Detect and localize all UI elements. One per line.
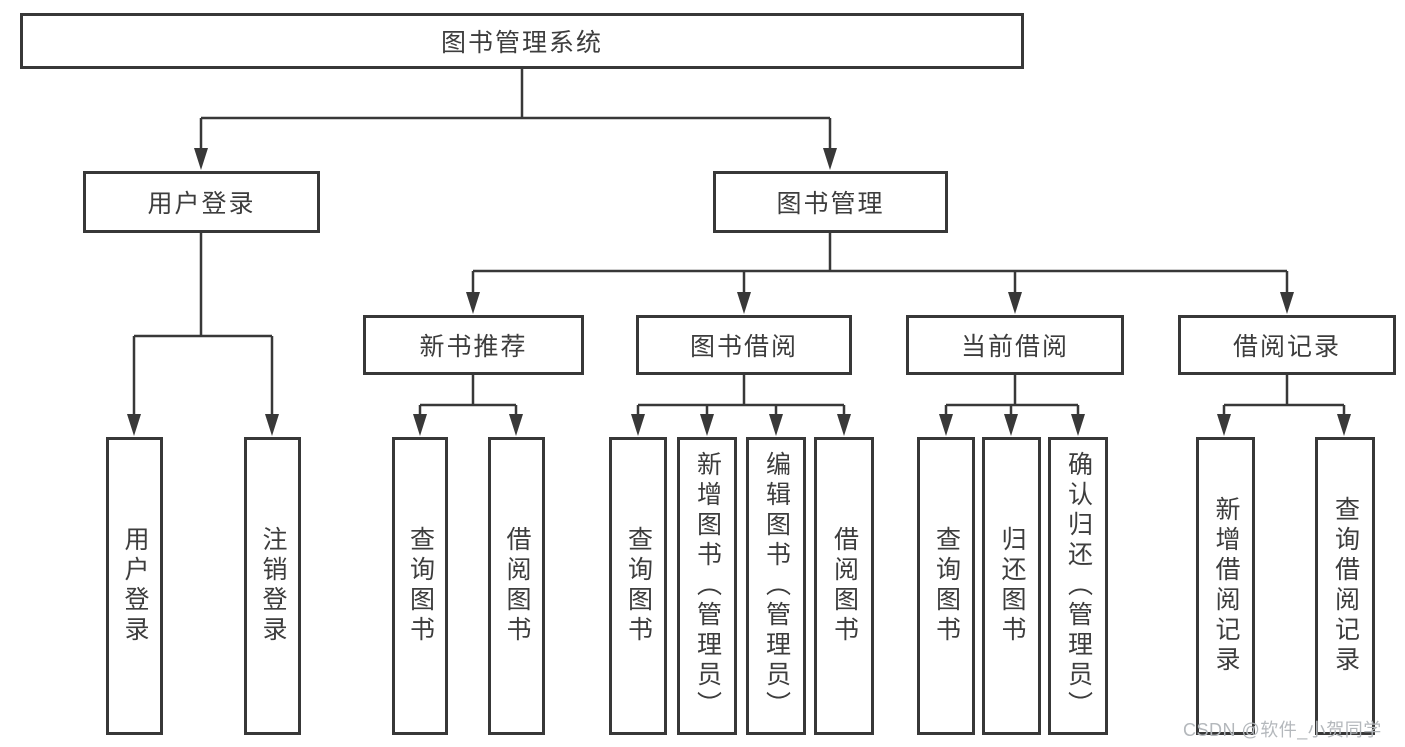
- connector-borrow-children: [636, 375, 846, 415]
- node-label: 查询图书: [406, 526, 435, 646]
- connector-records-children: [1222, 375, 1346, 415]
- node-label: 新书推荐: [419, 333, 528, 361]
- leaf-borrow-books: 借阅图书: [814, 437, 874, 735]
- node-label: 注销登录: [259, 526, 287, 646]
- node-label: 新增图书（管理员）: [693, 451, 722, 721]
- leaf-current-query-books: 查询图书: [917, 437, 975, 735]
- node-user-login: 用户登录: [83, 171, 320, 233]
- node-label: 查询图书: [932, 526, 961, 646]
- leaf-logout: 注销登录: [244, 437, 301, 735]
- node-label: 用户登录: [147, 190, 256, 218]
- leaf-recommend-query-books: 查询图书: [392, 437, 448, 735]
- leaf-query-borrow-record: 查询借阅记录: [1315, 437, 1375, 735]
- node-label: 查询借阅记录: [1331, 496, 1360, 676]
- connector-root-to-level2: [199, 69, 832, 149]
- node-current-borrow: 当前借阅: [906, 315, 1124, 375]
- node-book-management: 图书管理: [713, 171, 948, 233]
- node-label: 图书管理: [776, 190, 885, 218]
- leaf-recommend-borrow-books: 借阅图书: [488, 437, 545, 735]
- leaf-return-books: 归还图书: [982, 437, 1041, 735]
- node-label: 图书管理系统: [440, 29, 603, 57]
- node-label: 借阅图书: [503, 526, 531, 646]
- node-label: 归还图书: [998, 526, 1026, 646]
- connector-recommend-children: [418, 375, 518, 415]
- leaf-add-books-admin: 新增图书（管理员）: [677, 437, 737, 735]
- node-label: 借阅记录: [1232, 333, 1341, 361]
- node-label: 图书借阅: [689, 333, 798, 361]
- leaf-add-borrow-record: 新增借阅记录: [1196, 437, 1255, 735]
- node-borrow-records: 借阅记录: [1178, 315, 1396, 375]
- csdn-watermark: CSDN @软件_小贺同学: [1183, 720, 1382, 740]
- node-book-borrow: 图书借阅: [636, 315, 852, 375]
- leaf-borrow-query-books: 查询图书: [609, 437, 667, 735]
- node-label: 查询图书: [624, 526, 653, 646]
- leaf-edit-books-admin: 编辑图书（管理员）: [746, 437, 806, 735]
- node-label: 编辑图书（管理员）: [762, 451, 791, 721]
- leaf-user-login: 用户登录: [106, 437, 163, 735]
- node-label: 确认归还（管理员）: [1064, 451, 1093, 721]
- node-label: 用户登录: [121, 526, 149, 646]
- node-system-root: 图书管理系统: [20, 13, 1024, 69]
- connector-login-children: [132, 233, 274, 415]
- node-new-book-recommend: 新书推荐: [363, 315, 584, 375]
- connector-current-children: [944, 375, 1080, 415]
- node-label: 借阅图书: [830, 526, 859, 646]
- connector-management-children: [471, 233, 1289, 293]
- node-label: 当前借阅: [960, 333, 1069, 361]
- leaf-confirm-return-admin: 确认归还（管理员）: [1048, 437, 1108, 735]
- node-label: 新增借阅记录: [1212, 496, 1240, 676]
